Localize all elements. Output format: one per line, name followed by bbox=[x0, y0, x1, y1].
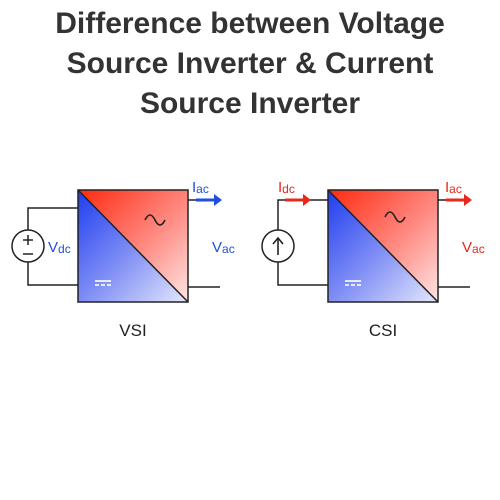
csi-circuit: Idc Iac Vac CSI bbox=[261, 179, 485, 340]
vsi-dc-wire-top bbox=[27, 207, 78, 230]
csi-dc-wire-top bbox=[277, 199, 328, 230]
ac-sine-icon bbox=[384, 211, 406, 223]
title-line-1: Difference between Voltage bbox=[55, 7, 445, 40]
csi-iac-label: Iac bbox=[445, 179, 462, 196]
csi-idc-label: Idc bbox=[278, 179, 295, 196]
dc-symbol-icon bbox=[95, 280, 111, 286]
dc-symbol-icon bbox=[345, 280, 361, 286]
vsi-iac-arrow-icon bbox=[196, 194, 222, 206]
csi-idc-arrow-icon bbox=[285, 194, 311, 206]
vsi-diagonal bbox=[77, 189, 189, 303]
vsi-vac-label: Vac bbox=[212, 239, 235, 256]
vsi-inverter-block bbox=[77, 189, 189, 303]
title-line-3: Source Inverter bbox=[139, 87, 361, 120]
csi-diagonal bbox=[327, 189, 439, 303]
vsi-vdc-label: Vdc bbox=[48, 239, 71, 256]
current-source-icon bbox=[261, 229, 295, 263]
title-line-2: Source Inverter & Current bbox=[66, 47, 434, 80]
vsi-caption: VSI bbox=[119, 321, 146, 340]
vsi-iac-label: Iac bbox=[192, 179, 209, 196]
csi-caption: CSI bbox=[369, 321, 397, 340]
csi-dc-wire-bottom bbox=[277, 262, 328, 286]
csi-box-outline bbox=[327, 189, 439, 303]
vsi-box-outline bbox=[77, 189, 189, 303]
csi-iac-arrow-icon bbox=[446, 194, 472, 206]
csi-inverter-block bbox=[327, 189, 439, 303]
voltage-source-icon bbox=[11, 229, 45, 263]
vsi-dc-wire-bottom bbox=[27, 262, 78, 286]
vsi-circuit: Vdc Iac Vac VSI bbox=[11, 179, 235, 340]
page-title: Difference between Voltage Source Invert… bbox=[0, 4, 500, 124]
ac-sine-icon bbox=[144, 214, 166, 226]
csi-vac-label: Vac bbox=[462, 239, 485, 256]
